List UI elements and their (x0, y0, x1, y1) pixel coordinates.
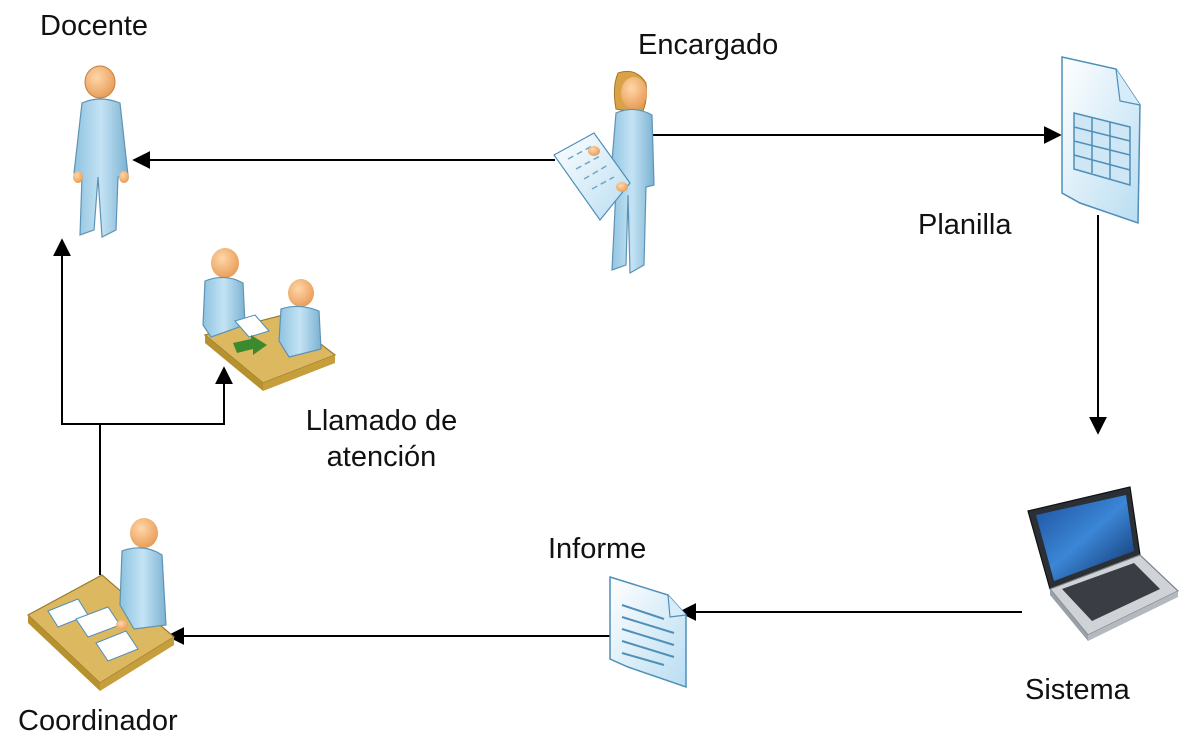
connectors (53, 126, 1107, 645)
label-informe: Informe (548, 533, 647, 565)
text-document-icon (609, 575, 687, 689)
label-llamado: Llamado de atención (294, 403, 469, 475)
label-docente: Docente (40, 10, 149, 42)
arrow-coordinador-to-docente (53, 238, 101, 575)
label-coordinador: Coordinador (18, 705, 178, 737)
label-llamado-line2: atención (326, 441, 437, 473)
arrow-coordinador-to-llamado (100, 366, 233, 425)
label-planilla: Planilla (918, 209, 1012, 241)
standing-person-icon (73, 65, 129, 238)
laptop-icon (1027, 486, 1180, 641)
spreadsheet-document-icon (1061, 56, 1141, 225)
meeting-at-table-icon (202, 248, 337, 391)
label-encargado: Encargado (638, 29, 779, 61)
person-at-desk-icon (26, 518, 176, 691)
person-holding-document-icon (553, 70, 655, 275)
label-llamado-line1: Llamado de (305, 405, 458, 437)
label-sistema: Sistema (1025, 674, 1130, 706)
